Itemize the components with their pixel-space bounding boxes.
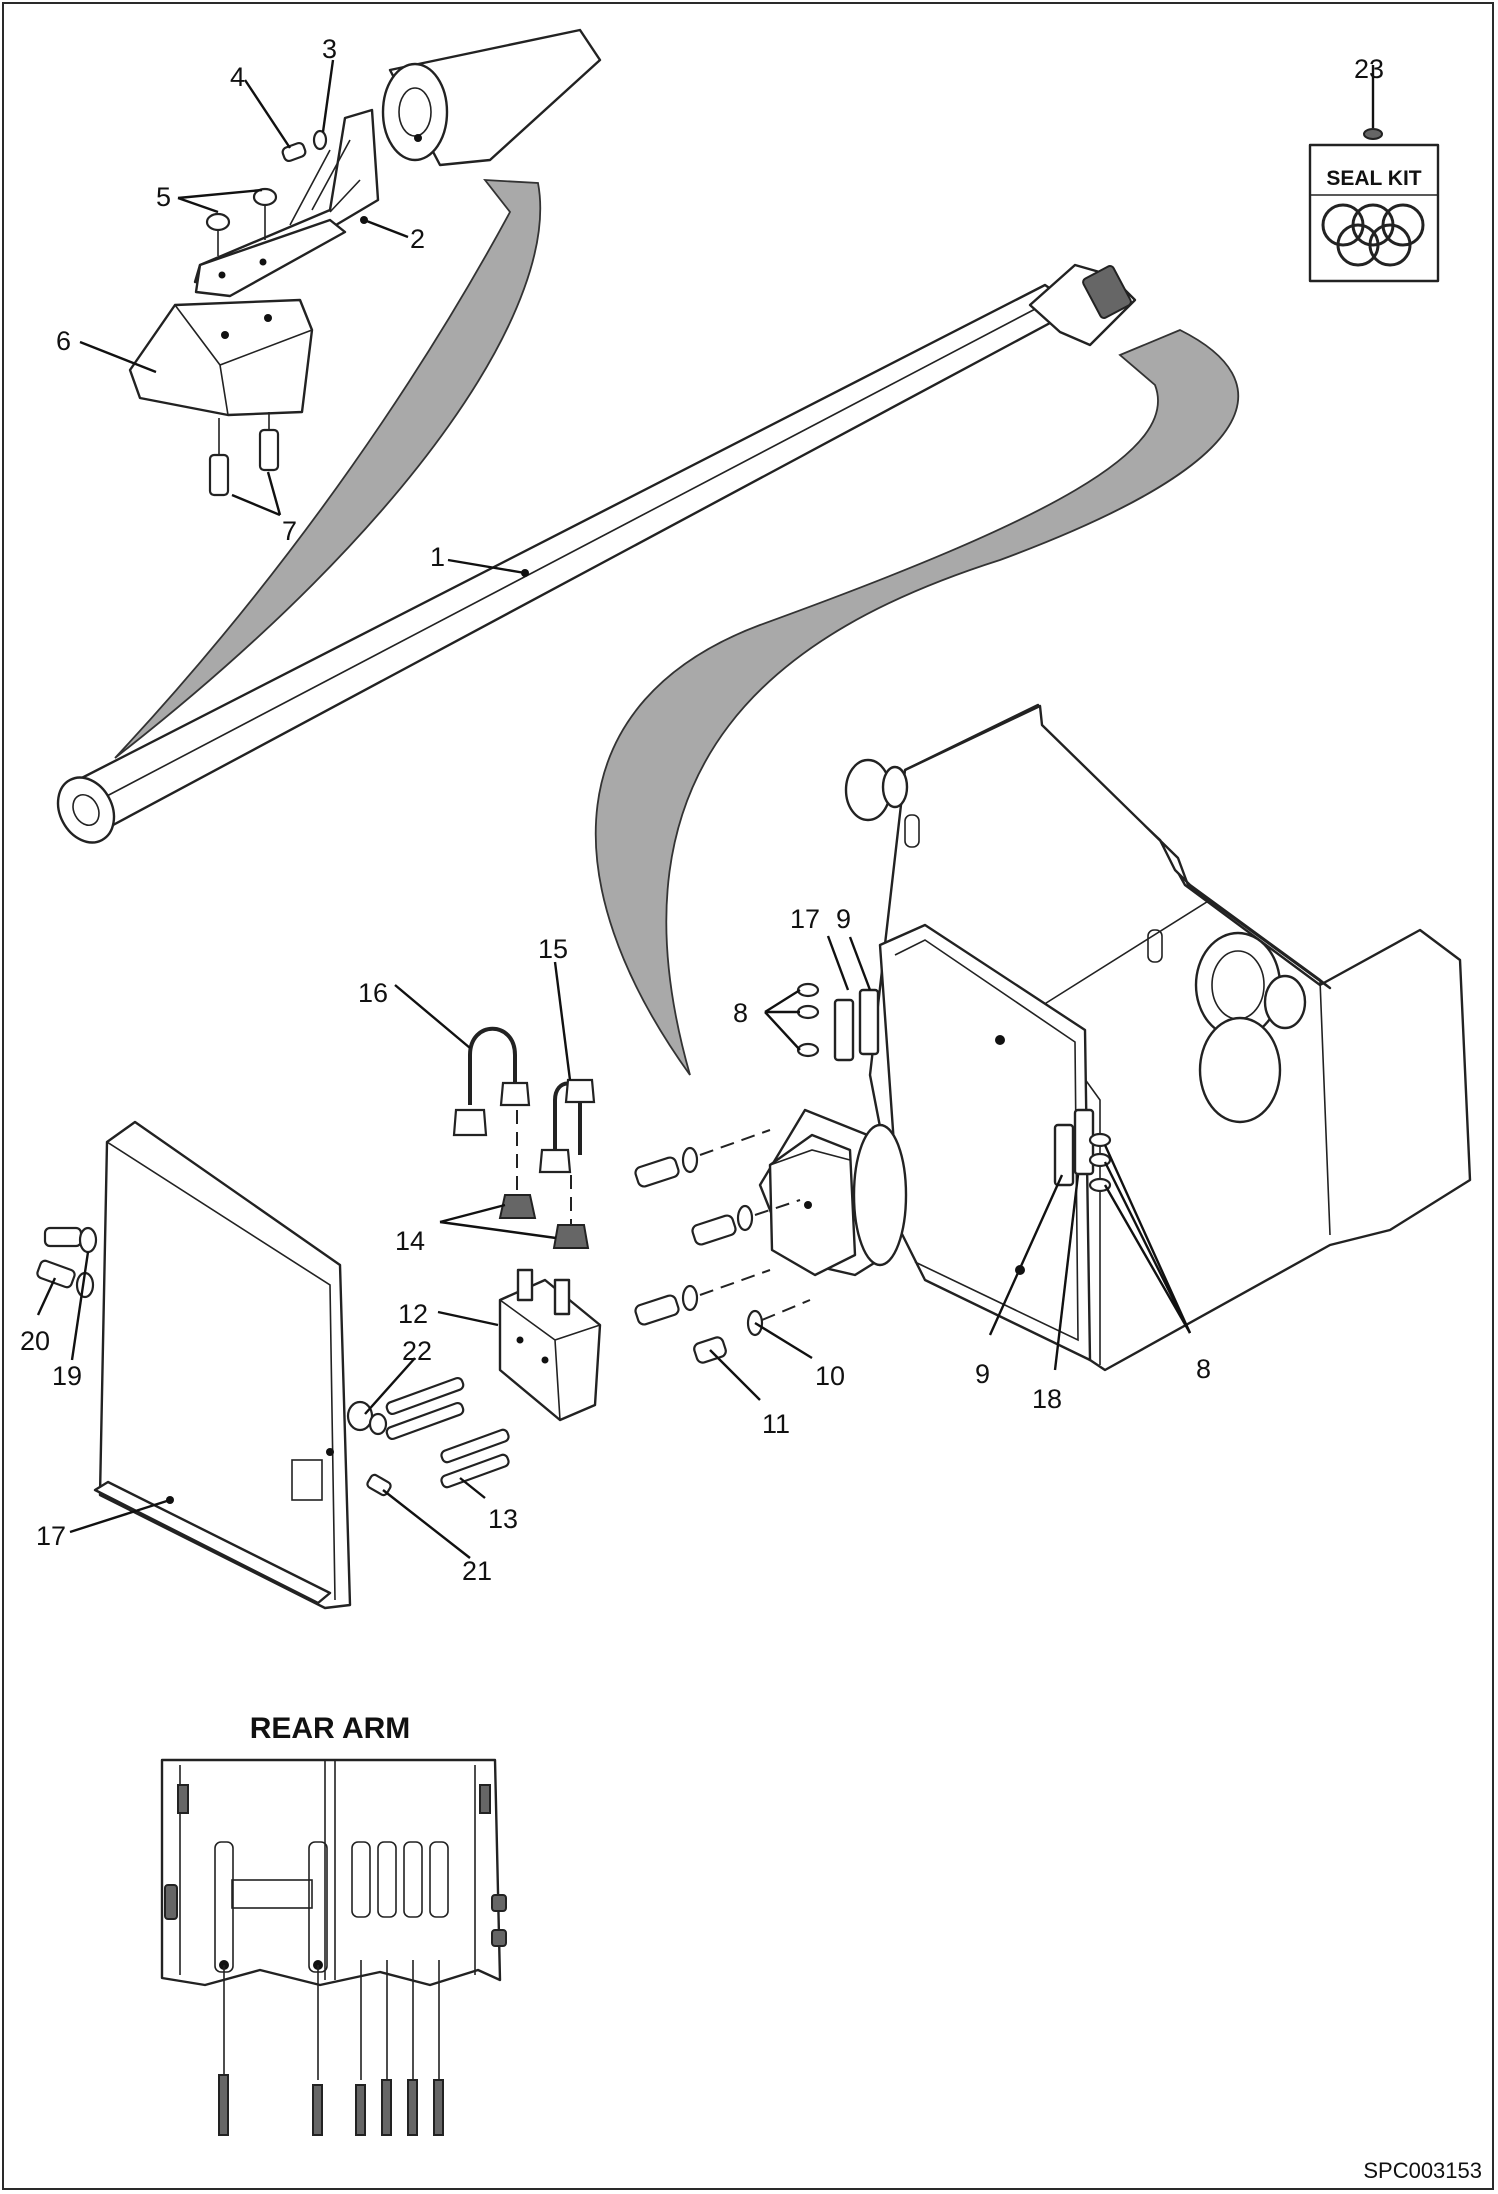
callout-5: 5 bbox=[156, 182, 171, 212]
callout-19: 19 bbox=[52, 1361, 82, 1391]
inset-title: REAR ARM bbox=[250, 1712, 411, 1745]
callout-18: 17 bbox=[36, 1521, 66, 1551]
callout-20: 20 bbox=[20, 1326, 50, 1356]
callout-12: 12 bbox=[398, 1299, 428, 1329]
callout-labels: 3 4 5 2 6 7 1 17 9 8 8 9 18 10 11 12 13 … bbox=[20, 34, 1211, 1586]
assembly-arrow-right bbox=[594, 329, 1240, 1076]
hydraulic-cylinder-rod bbox=[56, 263, 1137, 844]
callout-8-left: 8 bbox=[733, 998, 748, 1028]
rear-arm-housing bbox=[758, 703, 1472, 1372]
seal-kit-label: SEAL KIT bbox=[1326, 167, 1421, 190]
callout-23: 23 bbox=[1354, 54, 1384, 84]
callout-22: 22 bbox=[402, 1336, 432, 1366]
callout-9-top: 9 bbox=[836, 904, 851, 934]
callout-16: 16 bbox=[358, 978, 388, 1008]
cylinder-mount-assembly bbox=[128, 28, 602, 497]
callout-14: 14 bbox=[395, 1226, 425, 1256]
valve-block-assembly bbox=[346, 1026, 602, 1489]
callout-4: 4 bbox=[230, 62, 245, 92]
callout-17-bottom: 18 bbox=[1032, 1384, 1062, 1414]
callout-21: 21 bbox=[462, 1556, 492, 1586]
callout-17-top: 17 bbox=[790, 904, 820, 934]
callout-10: 10 bbox=[815, 1361, 845, 1391]
callout-11: 11 bbox=[762, 1409, 790, 1439]
callout-3: 3 bbox=[322, 34, 337, 64]
callout-15: 15 bbox=[538, 934, 568, 964]
leader-lines bbox=[36, 59, 1375, 1559]
callout-2: 2 bbox=[410, 224, 425, 254]
callout-7: 7 bbox=[282, 516, 297, 546]
rear-arm-inset: REAR ARM bbox=[160, 1712, 507, 2136]
callout-8-right: 8 bbox=[1196, 1354, 1211, 1384]
callout-1: 1 bbox=[430, 542, 445, 572]
drawing-code: SPC003153 bbox=[1363, 2158, 1482, 2183]
callout-9-bottom: 9 bbox=[975, 1359, 990, 1389]
cover-plate bbox=[36, 1120, 392, 1610]
callout-13: 13 bbox=[488, 1504, 518, 1534]
seal-kit-box: 23 SEAL KIT bbox=[1308, 54, 1440, 283]
seal-rings-icon bbox=[1321, 203, 1425, 267]
motor-bolts bbox=[634, 1129, 811, 1364]
inset-illegible-labels bbox=[218, 2074, 444, 2136]
callout-6: 6 bbox=[56, 326, 71, 356]
assembly-arrow-left bbox=[114, 178, 542, 759]
